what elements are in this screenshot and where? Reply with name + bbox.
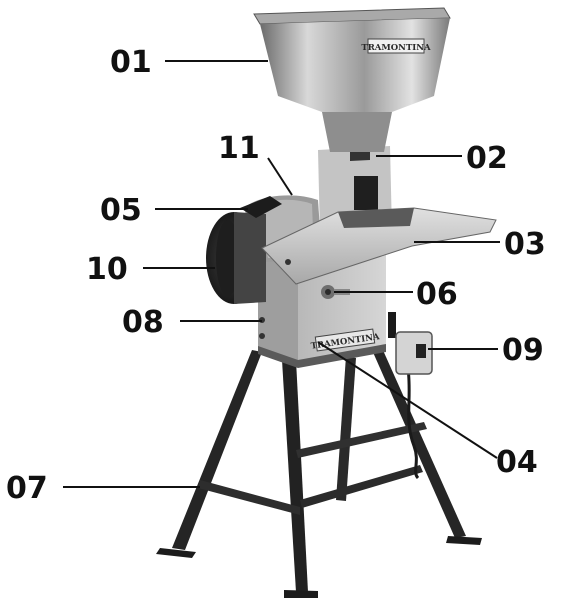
callout-04: 04 (496, 445, 538, 480)
belt-guard (240, 196, 282, 218)
body-base (258, 344, 386, 368)
leader-lines (63, 60, 500, 488)
front-right-leg (282, 360, 308, 592)
front-left-foot (156, 548, 196, 558)
rear-left-leg (336, 356, 356, 501)
hopper-brand-plate: TRAMONTINA (361, 38, 431, 54)
callout-08: 08 (122, 305, 164, 340)
hopper-bowl (260, 18, 450, 112)
hopper-neck (322, 112, 392, 152)
front-right-foot (284, 590, 318, 598)
switch-box (388, 312, 433, 375)
rear-right-foot (446, 536, 482, 545)
switch-button (416, 344, 426, 358)
rear-right-leg (372, 348, 466, 538)
power-cord (406, 367, 420, 480)
cross-brace-side (296, 422, 427, 458)
callout-02: 02 (466, 141, 508, 176)
callout-05: 05 (100, 193, 142, 228)
callout-07: 07 (6, 471, 48, 506)
stand (156, 348, 482, 598)
hopper-brand-text: TRAMONTINA (361, 43, 431, 53)
front-left-leg (172, 350, 262, 550)
callout-11: 11 (218, 131, 260, 166)
callout-06: 06 (416, 277, 458, 312)
hopper: TRAMONTINA (253, 7, 451, 152)
callout-03: 03 (504, 227, 546, 262)
callout-09: 09 (502, 333, 544, 368)
callout-10: 10 (86, 252, 128, 287)
motor (206, 212, 266, 304)
cross-brace-rear (300, 465, 423, 508)
cross-brace-front (198, 480, 300, 515)
callout-labels: 01 02 03 04 05 06 07 08 09 10 11 (6, 45, 546, 506)
callout-01: 01 (110, 45, 152, 80)
discharge-chute (261, 207, 497, 285)
feed-window (354, 176, 378, 210)
